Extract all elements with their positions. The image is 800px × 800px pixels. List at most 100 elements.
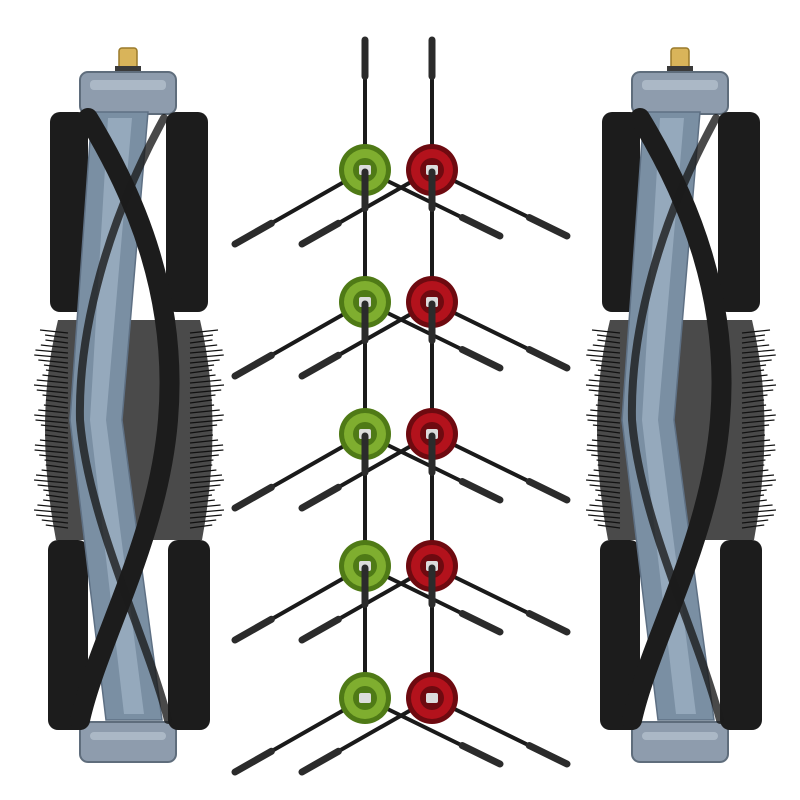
side-brush-red — [298, 168, 571, 380]
roller-bristle-strand — [741, 419, 775, 424]
side-brush-bristle-tip — [231, 615, 275, 644]
roller-bristle-strand — [741, 384, 777, 389]
roller-bristle-strand — [189, 344, 218, 349]
roller-bristle-strand — [43, 404, 69, 409]
side-brush-bristle-tip — [231, 351, 275, 380]
roller-bristle-strand — [741, 504, 773, 509]
roller-bristle-strand — [741, 454, 771, 459]
side-brush-bristle-tip — [298, 483, 342, 512]
roller-axle-collar — [115, 66, 141, 74]
side-brush-hub-center — [359, 693, 371, 703]
roller-bristle-strand — [589, 484, 621, 489]
roller-bristle-strand — [38, 359, 69, 364]
side-brush-bristle-tip — [231, 747, 275, 776]
roller-bristle-strand — [741, 409, 772, 414]
roller-bristle-strand — [189, 479, 224, 484]
roller-bristle-strand — [189, 484, 221, 489]
roller-bristle-strand — [741, 524, 765, 529]
roller-bristle-strand — [741, 369, 765, 374]
roller-brush — [585, 47, 777, 763]
roller-bristle-strand — [741, 469, 769, 474]
roller-bristle-strand — [35, 474, 69, 479]
roller-bristle-strand — [189, 439, 219, 444]
roller-bristle-strand — [591, 454, 621, 459]
roller-bristle-strand — [43, 489, 69, 494]
roller-bristle-strand — [597, 429, 621, 434]
roller-rubber-flap — [166, 112, 208, 312]
roller-bristle-strand — [189, 449, 224, 454]
roller-bristle-strand — [597, 399, 621, 404]
side-brush-green — [231, 168, 504, 380]
roller-bristle-strand — [741, 479, 776, 484]
roller-bristle-strand — [189, 334, 214, 339]
roller-bristle-strand — [741, 424, 770, 429]
side-brush-red — [298, 432, 571, 644]
side-brush-bristle-tip — [525, 610, 571, 636]
roller-bristle-strand — [189, 519, 217, 524]
side-brush-bristle-tip — [298, 351, 342, 380]
roller-bristle-strand — [189, 404, 215, 409]
side-brush-green — [231, 564, 504, 776]
roller-bristle-strand — [597, 494, 621, 499]
roller-bristle-strand — [189, 349, 223, 354]
roller-bristle-strand — [587, 419, 621, 424]
roller-bristle-strand — [741, 459, 766, 464]
roller-bristle-strand — [45, 339, 69, 344]
roller-bristle-strand — [189, 454, 219, 459]
roller-bristle-strand — [38, 409, 69, 414]
roller-bristle-strand — [44, 434, 69, 439]
roller-bristle-strand — [189, 379, 222, 384]
roller-bristle-strand — [597, 339, 621, 344]
roller-bristle-strand — [45, 369, 69, 374]
roller-bristle-strand — [189, 364, 215, 369]
roller-bristle-strand — [34, 449, 69, 454]
roller-spiral-bristle — [622, 108, 732, 730]
roller-bristle-strand — [741, 434, 766, 439]
roller-bristle-strand — [37, 504, 69, 509]
roller-bristle-strand — [590, 359, 621, 364]
roller-bristle-strand — [41, 469, 69, 474]
roller-bristle-strand — [586, 479, 621, 484]
roller-bristle-strand — [586, 444, 621, 449]
roller-bristle-strand — [34, 354, 69, 359]
roller-bristle-strand — [189, 474, 223, 479]
side-brush-hub-center — [426, 693, 438, 703]
roller-bristle-strand — [741, 429, 765, 434]
side-brush-green — [231, 36, 504, 248]
roller-bristle-strand — [41, 519, 69, 524]
roller-bristle-strand — [741, 374, 768, 379]
side-brush-green — [231, 432, 504, 644]
roller-bristle-strand — [189, 414, 224, 419]
roller-bristle-strand — [189, 464, 213, 469]
roller-bristle-strand — [189, 374, 216, 379]
roller-bristle-strand — [591, 329, 621, 334]
roller-bristle-strand — [588, 379, 621, 384]
roller-bristle-strand — [189, 469, 217, 474]
roller-bristle-strand — [33, 384, 69, 389]
roller-bristle-strand — [596, 334, 621, 339]
roller-bristle-strand — [43, 364, 69, 369]
roller-rubber-flap — [602, 112, 640, 312]
roller-bristle-strand — [586, 449, 621, 454]
roller-bristle-strand — [741, 414, 776, 419]
roller-bristle-strand — [36, 514, 69, 519]
roller-rubber-flap — [718, 112, 760, 312]
roller-bristle-strand — [741, 484, 773, 489]
side-brush-bristle-tip — [231, 483, 275, 512]
roller-bristle-strand — [588, 389, 621, 394]
roller-bristle-strand — [40, 344, 69, 349]
roller-bristle-strand — [741, 444, 776, 449]
side-brush-bristle-tip — [231, 219, 275, 248]
roller-bristle-strand — [585, 384, 621, 389]
roller-axle-collar — [667, 66, 693, 74]
roller-bristle-strand — [189, 399, 213, 404]
roller-endcap-bottom — [79, 721, 177, 763]
roller-bristle-strand — [42, 394, 69, 399]
roller-bristle-strand — [35, 419, 69, 424]
side-brush-group — [231, 36, 571, 776]
roller-bristle-strand — [741, 344, 770, 349]
roller-spiral-bristle — [70, 108, 180, 730]
roller-bristle-strand — [189, 329, 219, 334]
roller-bristle-strand — [189, 384, 225, 389]
